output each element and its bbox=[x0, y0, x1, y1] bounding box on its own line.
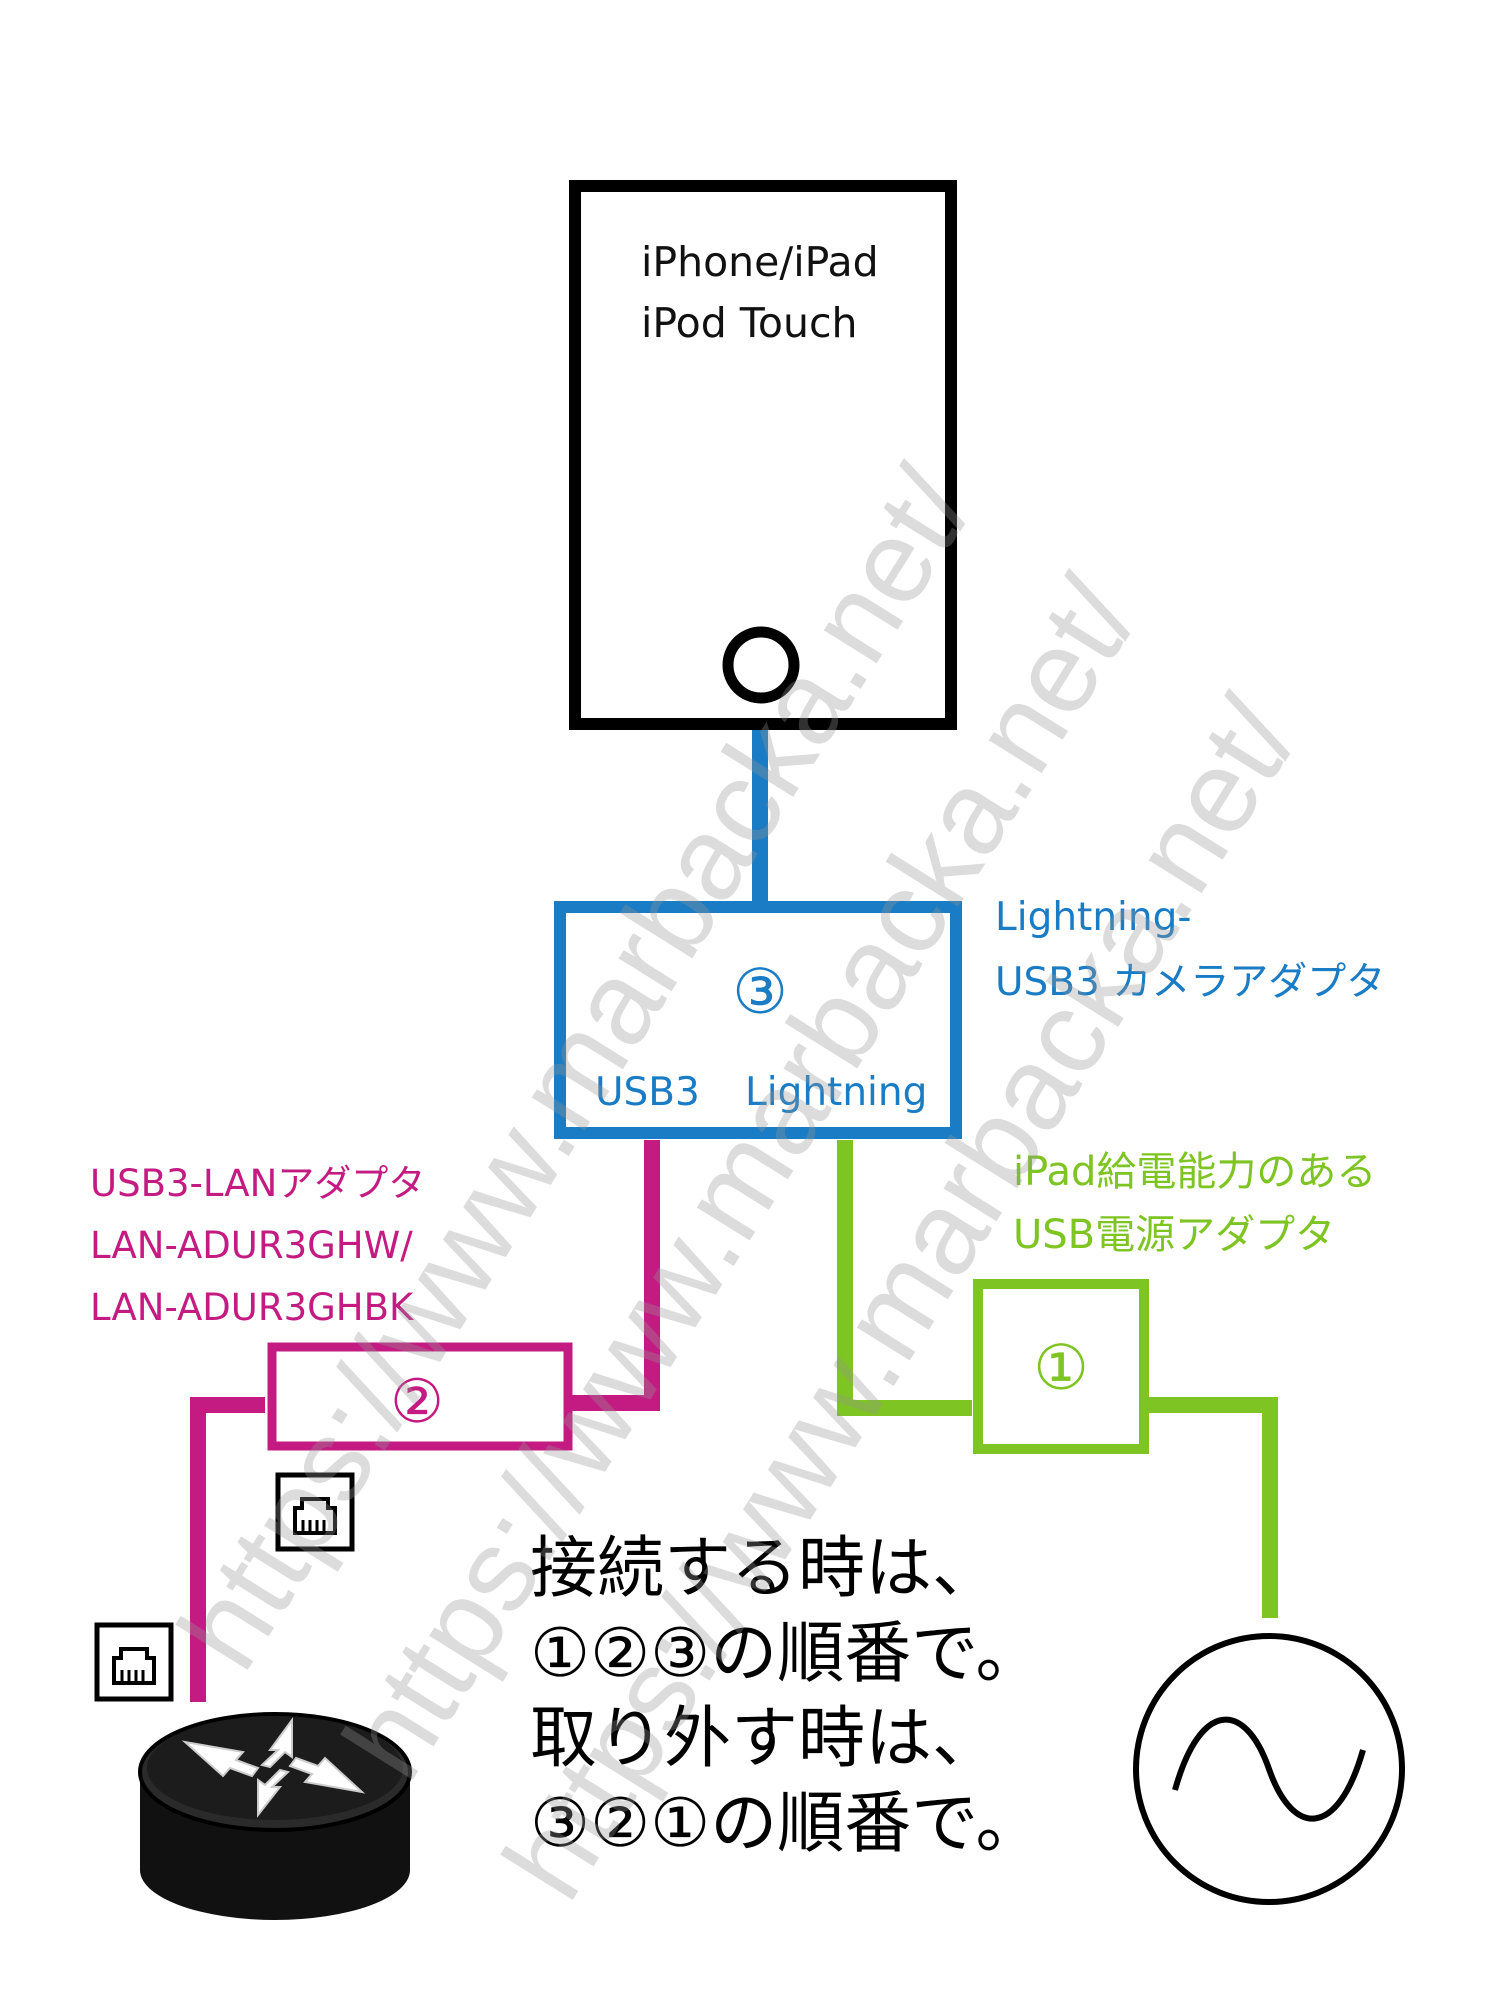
camera-adapter-label-line2: USB3 カメラアダプタ bbox=[995, 960, 1385, 1005]
camera-adapter: ③ USB3 Lightning bbox=[554, 901, 962, 1139]
ac-power-icon bbox=[1133, 1633, 1405, 1905]
camera-adapter-port-usb3: USB3 bbox=[595, 1070, 700, 1115]
power-adapter-number: ① bbox=[1033, 1331, 1089, 1404]
camera-adapter-port-lightning: Lightning bbox=[745, 1070, 927, 1115]
instructions-line2: ①②③の順番で。 bbox=[530, 1614, 1043, 1692]
ethernet-port-icon bbox=[275, 1472, 355, 1552]
device-name-line1: iPhone/iPad bbox=[641, 238, 879, 286]
power-adapter-label-line1: iPad給電能力のある bbox=[1013, 1149, 1376, 1195]
instructions-line4: ③②①の順番で。 bbox=[530, 1784, 1043, 1862]
home-button-icon bbox=[722, 626, 800, 704]
usb3-cable bbox=[568, 1140, 660, 1411]
power-cable bbox=[837, 1140, 972, 1416]
camera-adapter-label-line1: Lightning- bbox=[995, 895, 1191, 940]
instructions-line1: 接続する時は、 bbox=[530, 1529, 999, 1607]
ethernet-port-icon bbox=[94, 1622, 174, 1702]
instructions: 接続する時は、 ①②③の順番で。 取り外す時は、 ③②①の順番で。 bbox=[530, 1529, 1043, 1862]
ios-device: iPhone/iPad iPod Touch bbox=[569, 180, 957, 730]
lan-cable bbox=[190, 1397, 265, 1702]
lan-adapter-label-line1: USB3-LANアダプタ bbox=[90, 1162, 425, 1205]
lan-adapter-number: ② bbox=[390, 1367, 444, 1437]
instructions-line3: 取り外す時は、 bbox=[530, 1699, 999, 1777]
lan-adapter: ② bbox=[267, 1342, 573, 1451]
lan-adapter-label-line2: LAN-ADUR3GHW/ bbox=[90, 1224, 413, 1267]
cables bbox=[190, 730, 1278, 1702]
lan-adapter-label-line3: LAN-ADUR3GHBK bbox=[90, 1286, 415, 1329]
camera-adapter-number: ③ bbox=[732, 955, 788, 1028]
ac-cable bbox=[1148, 1397, 1278, 1618]
router-icon bbox=[138, 1712, 412, 1920]
power-adapter: ① bbox=[973, 1279, 1149, 1454]
device-name-line2: iPod Touch bbox=[641, 299, 857, 347]
power-adapter-label-line2: USB電源アダプタ bbox=[1013, 1212, 1335, 1258]
